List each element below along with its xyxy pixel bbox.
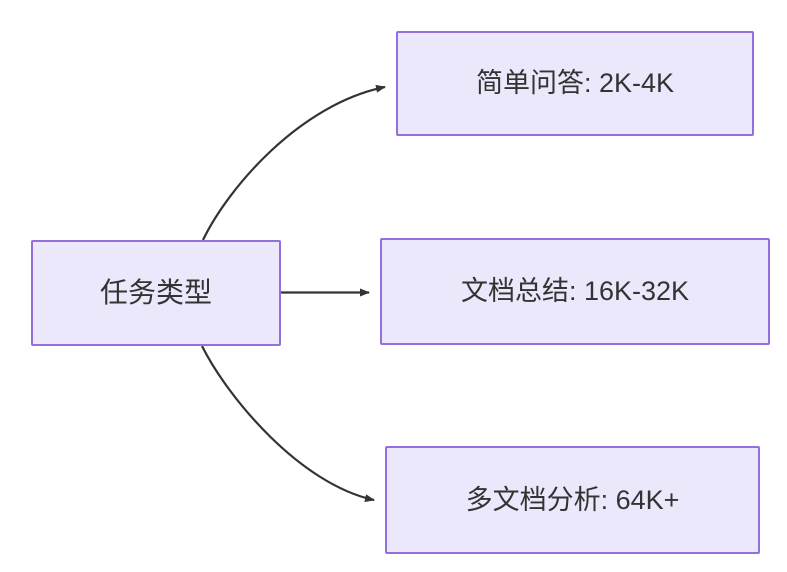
node-simple-qa-label: 简单问答: 2K-4K: [475, 68, 675, 99]
node-multi-doc[interactable]: 多文档分析: 64K+: [385, 446, 760, 554]
node-doc-summary[interactable]: 文档总结: 16K-32K: [380, 238, 770, 345]
edge-root-to-multi-doc: [201, 345, 375, 502]
node-simple-qa[interactable]: 简单问答: 2K-4K: [396, 31, 754, 136]
node-doc-summary-label: 文档总结: 16K-32K: [460, 276, 690, 307]
node-task-type[interactable]: 任务类型: [31, 240, 281, 346]
node-task-type-label: 任务类型: [99, 277, 212, 309]
node-multi-doc-label: 多文档分析: 64K+: [465, 484, 680, 515]
edge-root-to-simple-qa: [202, 84, 386, 241]
